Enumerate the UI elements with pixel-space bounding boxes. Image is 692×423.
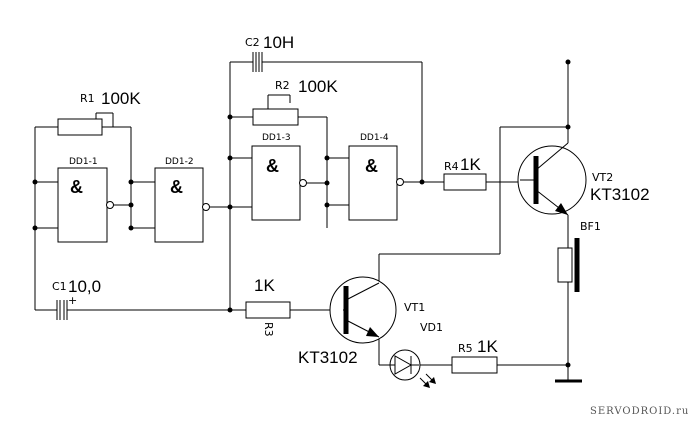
gate-dd1-2: & DD1-2	[154, 157, 210, 243]
junction-dots	[32, 59, 571, 368]
c2-value: 10H	[263, 33, 294, 52]
resistor-r2: R2 100K	[252, 77, 338, 126]
capacitor-c1: C1 10,0 +	[52, 277, 101, 320]
speaker-bf1: BF1	[557, 220, 601, 292]
r1-ref: R1	[80, 92, 95, 105]
r5-ref: R5	[458, 342, 473, 355]
r4-ref: R4	[444, 160, 459, 173]
vt1-type: KT3102	[298, 348, 358, 367]
c1-polarity: +	[68, 294, 77, 307]
gate-dd1-2-symbol: &	[170, 177, 183, 197]
gate-dd1-4-label: DD1-4	[360, 133, 389, 143]
r3-ref: R3	[262, 322, 275, 337]
gate-dd1-3: & DD1-3	[251, 133, 307, 221]
gate-dd1-1: & DD1-1	[57, 157, 114, 243]
gate-dd1-1-symbol: &	[70, 177, 83, 197]
vt2-type: KT3102	[590, 185, 650, 204]
resistor-r5: R5 1K	[451, 337, 498, 374]
wires-right	[230, 62, 582, 383]
watermark: SERVODROID.ru	[590, 406, 689, 417]
c1-ref: C1	[52, 280, 67, 293]
vt2-ref: VT2	[592, 171, 613, 184]
vd1-ref: VD1	[420, 321, 443, 334]
wires-left	[34, 112, 231, 311]
r1-value: 100K	[101, 89, 141, 108]
resistor-r1: R1 100K	[57, 89, 141, 136]
resistor-r3: 1K R3	[245, 276, 291, 337]
gate-dd1-2-label: DD1-2	[165, 157, 194, 167]
r3-value: 1K	[254, 276, 275, 295]
gate-dd1-4: & DD1-4	[348, 133, 404, 221]
resistor-r4: R4 1K	[443, 155, 487, 191]
bf1-ref: BF1	[580, 220, 601, 233]
c2-ref: C2	[245, 36, 260, 49]
gate-dd1-1-label: DD1-1	[69, 157, 98, 167]
r2-ref: R2	[275, 79, 290, 92]
transistor-vt1: VT1 KT3102	[298, 276, 425, 367]
c1-value: 10,0	[68, 277, 101, 296]
r5-value: 1K	[477, 337, 498, 356]
r2-value: 100K	[298, 77, 338, 96]
r4-value: 1K	[460, 155, 481, 174]
gate-dd1-3-label: DD1-3	[262, 133, 291, 143]
led-vd1: VD1	[389, 321, 443, 388]
gate-dd1-3-symbol: &	[266, 156, 279, 176]
capacitor-c2: C2 10H	[245, 33, 294, 72]
vt1-ref: VT1	[404, 301, 425, 314]
transistor-vt2: VT2 KT3102	[517, 142, 650, 216]
gate-dd1-4-symbol: &	[365, 156, 378, 176]
